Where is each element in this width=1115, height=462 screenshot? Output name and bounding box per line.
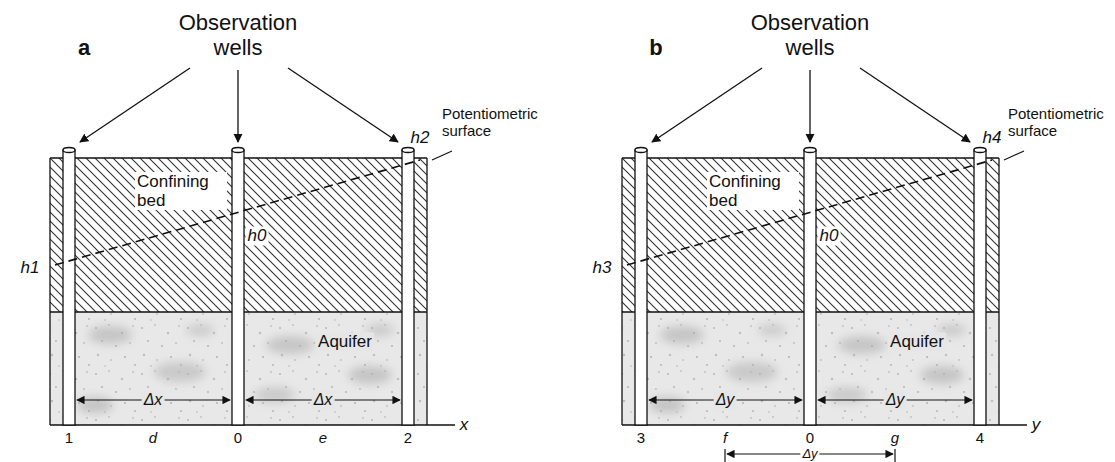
layer-label: Confining bed	[707, 172, 799, 210]
position-label: 0	[804, 430, 816, 447]
dimension-label: Δy	[714, 391, 737, 409]
head-label: h1	[19, 258, 42, 277]
heading-label: Observation wells	[163, 11, 313, 60]
head-label: h0	[246, 226, 269, 245]
head-label: h4	[981, 128, 1004, 147]
leader-line	[432, 151, 452, 160]
callout-label: Potentiometric surface	[440, 106, 544, 140]
position-label: 1	[63, 430, 75, 447]
axis-line	[50, 424, 455, 426]
position-label: g	[889, 430, 901, 447]
pointer-arrow	[80, 68, 398, 142]
potentiometric-surface-line	[55, 160, 420, 265]
panel-letter: a	[76, 36, 92, 61]
dimension-arrow	[77, 399, 400, 400]
head-label: h0	[818, 226, 841, 245]
axis-label: x	[458, 415, 471, 434]
dimension-label: Δy	[800, 447, 819, 462]
position-label: d	[147, 430, 159, 447]
head-label: h2	[409, 128, 432, 147]
position-label: 0	[232, 430, 244, 447]
dimension-label: Δx	[142, 391, 165, 409]
observation-well	[63, 148, 414, 426]
aquifer-layer: Aquifer	[50, 312, 427, 425]
heading-label: Observation wells	[735, 11, 885, 60]
callout-label: Potentiometric surface	[1006, 106, 1110, 140]
position-label: f	[721, 430, 729, 447]
layer-label: Aquifer	[316, 332, 374, 351]
dimension-label: Δx	[312, 391, 335, 409]
aquifer-layer: Aquifer	[622, 312, 999, 425]
dimension-label: Δy	[884, 391, 907, 409]
layer-label: Confining bed	[135, 172, 227, 210]
position-label: 4	[974, 430, 986, 447]
position-label: 3	[635, 430, 647, 447]
position-label: 2	[402, 430, 414, 447]
confining-bed-layer: Confining bed	[50, 158, 427, 312]
confining-bed-layer: Confining bed	[622, 158, 999, 312]
axis-label: y	[1030, 415, 1043, 434]
layer-label: Aquifer	[888, 332, 946, 351]
panel-drawing	[50, 68, 455, 425]
panel-drawing	[622, 68, 1027, 425]
position-label: e	[317, 430, 329, 447]
panel-letter: b	[647, 36, 664, 61]
head-label: h3	[591, 258, 614, 277]
